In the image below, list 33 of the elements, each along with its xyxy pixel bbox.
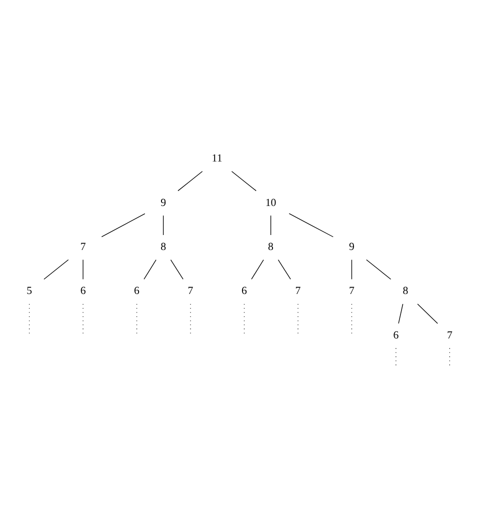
node-text: 7 xyxy=(446,329,452,342)
connector xyxy=(251,259,264,280)
connector xyxy=(44,259,69,280)
connector xyxy=(288,213,334,238)
connector xyxy=(82,259,84,280)
node-text: 6 xyxy=(242,285,247,298)
node-text: 6 xyxy=(80,285,86,298)
connector xyxy=(178,171,203,192)
connector xyxy=(170,259,184,280)
node-text: 5 xyxy=(26,285,32,298)
node-text: 7 xyxy=(80,240,86,253)
connector xyxy=(417,304,438,324)
node-text: 7 xyxy=(349,285,354,298)
node-text: 9 xyxy=(349,240,354,253)
connector xyxy=(351,259,352,280)
node-text: 8 xyxy=(268,240,274,253)
connector xyxy=(366,259,392,280)
connector xyxy=(278,259,291,280)
node-text: 11 xyxy=(212,152,222,165)
node-text: 8 xyxy=(160,240,166,253)
connector xyxy=(101,213,146,238)
node-text: 6 xyxy=(393,329,399,342)
connector xyxy=(162,215,164,236)
node-text: 9 xyxy=(160,196,166,209)
node-text: 7 xyxy=(188,285,194,298)
node-text: 6 xyxy=(134,285,140,298)
node-text: 10 xyxy=(265,196,276,209)
connector xyxy=(270,215,272,236)
connector xyxy=(231,171,256,192)
node-text: 7 xyxy=(295,285,301,298)
connector xyxy=(398,304,404,324)
connector xyxy=(144,259,156,280)
node-text: 8 xyxy=(402,285,408,298)
